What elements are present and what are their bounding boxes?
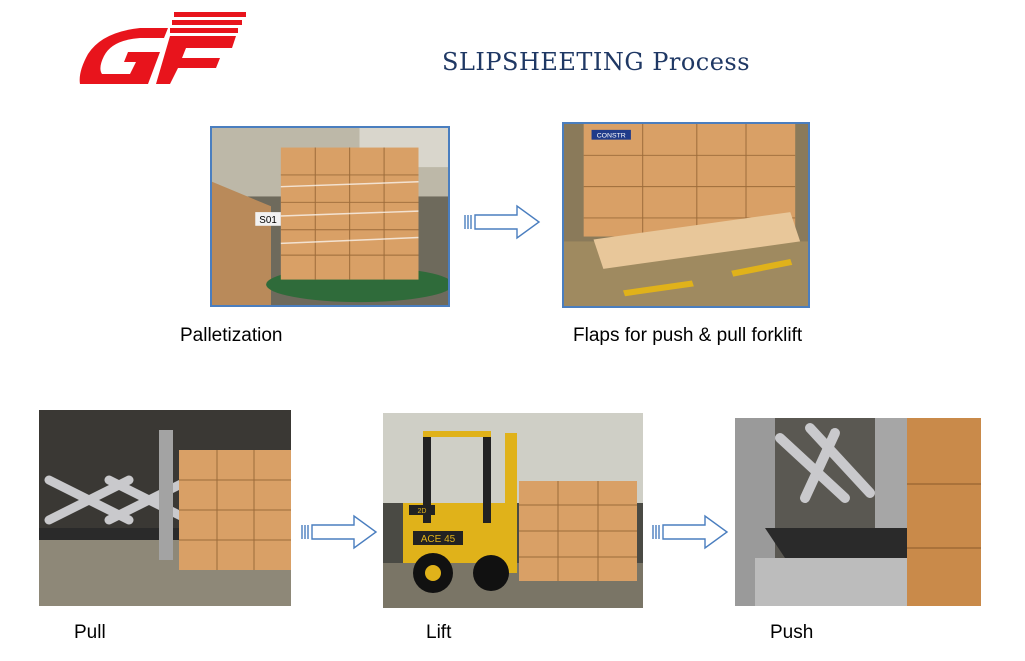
step-arrow-2 bbox=[300, 514, 378, 550]
svg-text:ACE 45: ACE 45 bbox=[421, 534, 456, 545]
right-arrow-icon bbox=[464, 204, 541, 240]
caption-palletization: Palletization bbox=[180, 325, 283, 346]
svg-text:2D: 2D bbox=[418, 508, 427, 515]
photo-palletization: S01 bbox=[210, 126, 450, 307]
step-arrow-3 bbox=[651, 514, 729, 550]
gf-logo-icon: GF bbox=[78, 12, 246, 84]
caption-push: Push bbox=[770, 622, 814, 643]
step-arrow-1 bbox=[463, 204, 541, 240]
svg-text:GF: GF bbox=[78, 12, 80, 13]
caption-flaps: Flaps for push & pull forklift bbox=[573, 325, 803, 346]
right-arrow-icon bbox=[301, 514, 378, 550]
svg-text:CONSTR: CONSTR bbox=[597, 133, 626, 140]
svg-text:S01: S01 bbox=[259, 215, 276, 226]
photo-lift: 2D ACE 45 bbox=[383, 413, 643, 608]
photo-flaps: CONSTR bbox=[562, 122, 810, 308]
photo-push bbox=[735, 418, 981, 606]
caption-lift: Lift bbox=[426, 622, 452, 643]
caption-pull: Pull bbox=[74, 622, 106, 643]
company-logo: GF bbox=[78, 12, 246, 86]
page-title: SLIPSHEETING Process bbox=[442, 48, 751, 76]
right-arrow-icon bbox=[652, 514, 729, 550]
photo-pull bbox=[39, 410, 291, 606]
